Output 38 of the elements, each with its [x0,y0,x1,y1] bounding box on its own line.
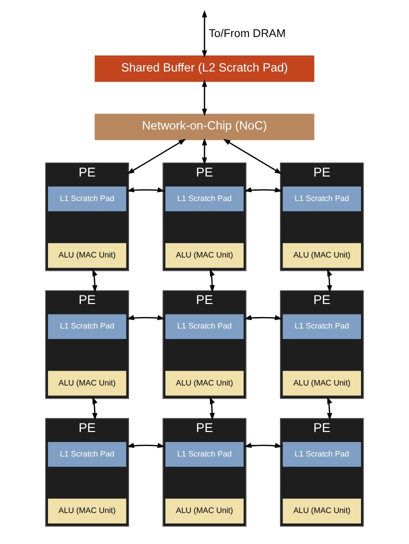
node-box: ALU (MAC Unit) [48,498,126,524]
arrow [210,396,215,420]
node-box: L1 Scratch Pad [165,442,244,467]
arrow [210,268,215,293]
node-box: L1 Scratch Pad [48,186,126,212]
arrow [202,80,208,116]
arrow [126,187,165,192]
node-box: ALU (MAC Unit) [282,243,362,268]
arrow [126,315,165,320]
arrow [92,396,98,420]
node-box: L1 Scratch Pad [48,314,126,339]
arrow [327,396,332,420]
node-box: ALU (MAC Unit) [165,243,244,268]
node-box: ALU (MAC Unit) [48,243,126,268]
node-box: ALU (MAC Unit) [165,498,244,524]
node-box: ALU (MAC Unit) [282,370,362,396]
node-box: Shared Buffer (L2 Scratch Pad) [94,55,314,82]
node-box: L1 Scratch Pad [282,186,362,212]
edge-label: To/From DRAM [208,28,286,40]
arrow [202,10,208,58]
node-box: ALU (MAC Unit) [282,498,362,524]
node-box: ALU (MAC Unit) [48,370,126,396]
node-box: L1 Scratch Pad [165,186,244,212]
arrow [92,268,98,293]
arrow [244,315,282,320]
arrow [126,138,186,174]
arrow [223,138,282,174]
node-box: L1 Scratch Pad [165,314,244,339]
node-box: L1 Scratch Pad [282,442,362,467]
node-box: ALU (MAC Unit) [165,370,244,396]
arrow [244,187,282,192]
node-box: Network-on-Chip (NoC) [94,114,314,140]
arrow [244,442,282,448]
arrow [126,442,165,448]
node-box: L1 Scratch Pad [48,442,126,467]
arrow [202,138,208,165]
node-box: L1 Scratch Pad [282,314,362,339]
arrow [327,268,332,293]
